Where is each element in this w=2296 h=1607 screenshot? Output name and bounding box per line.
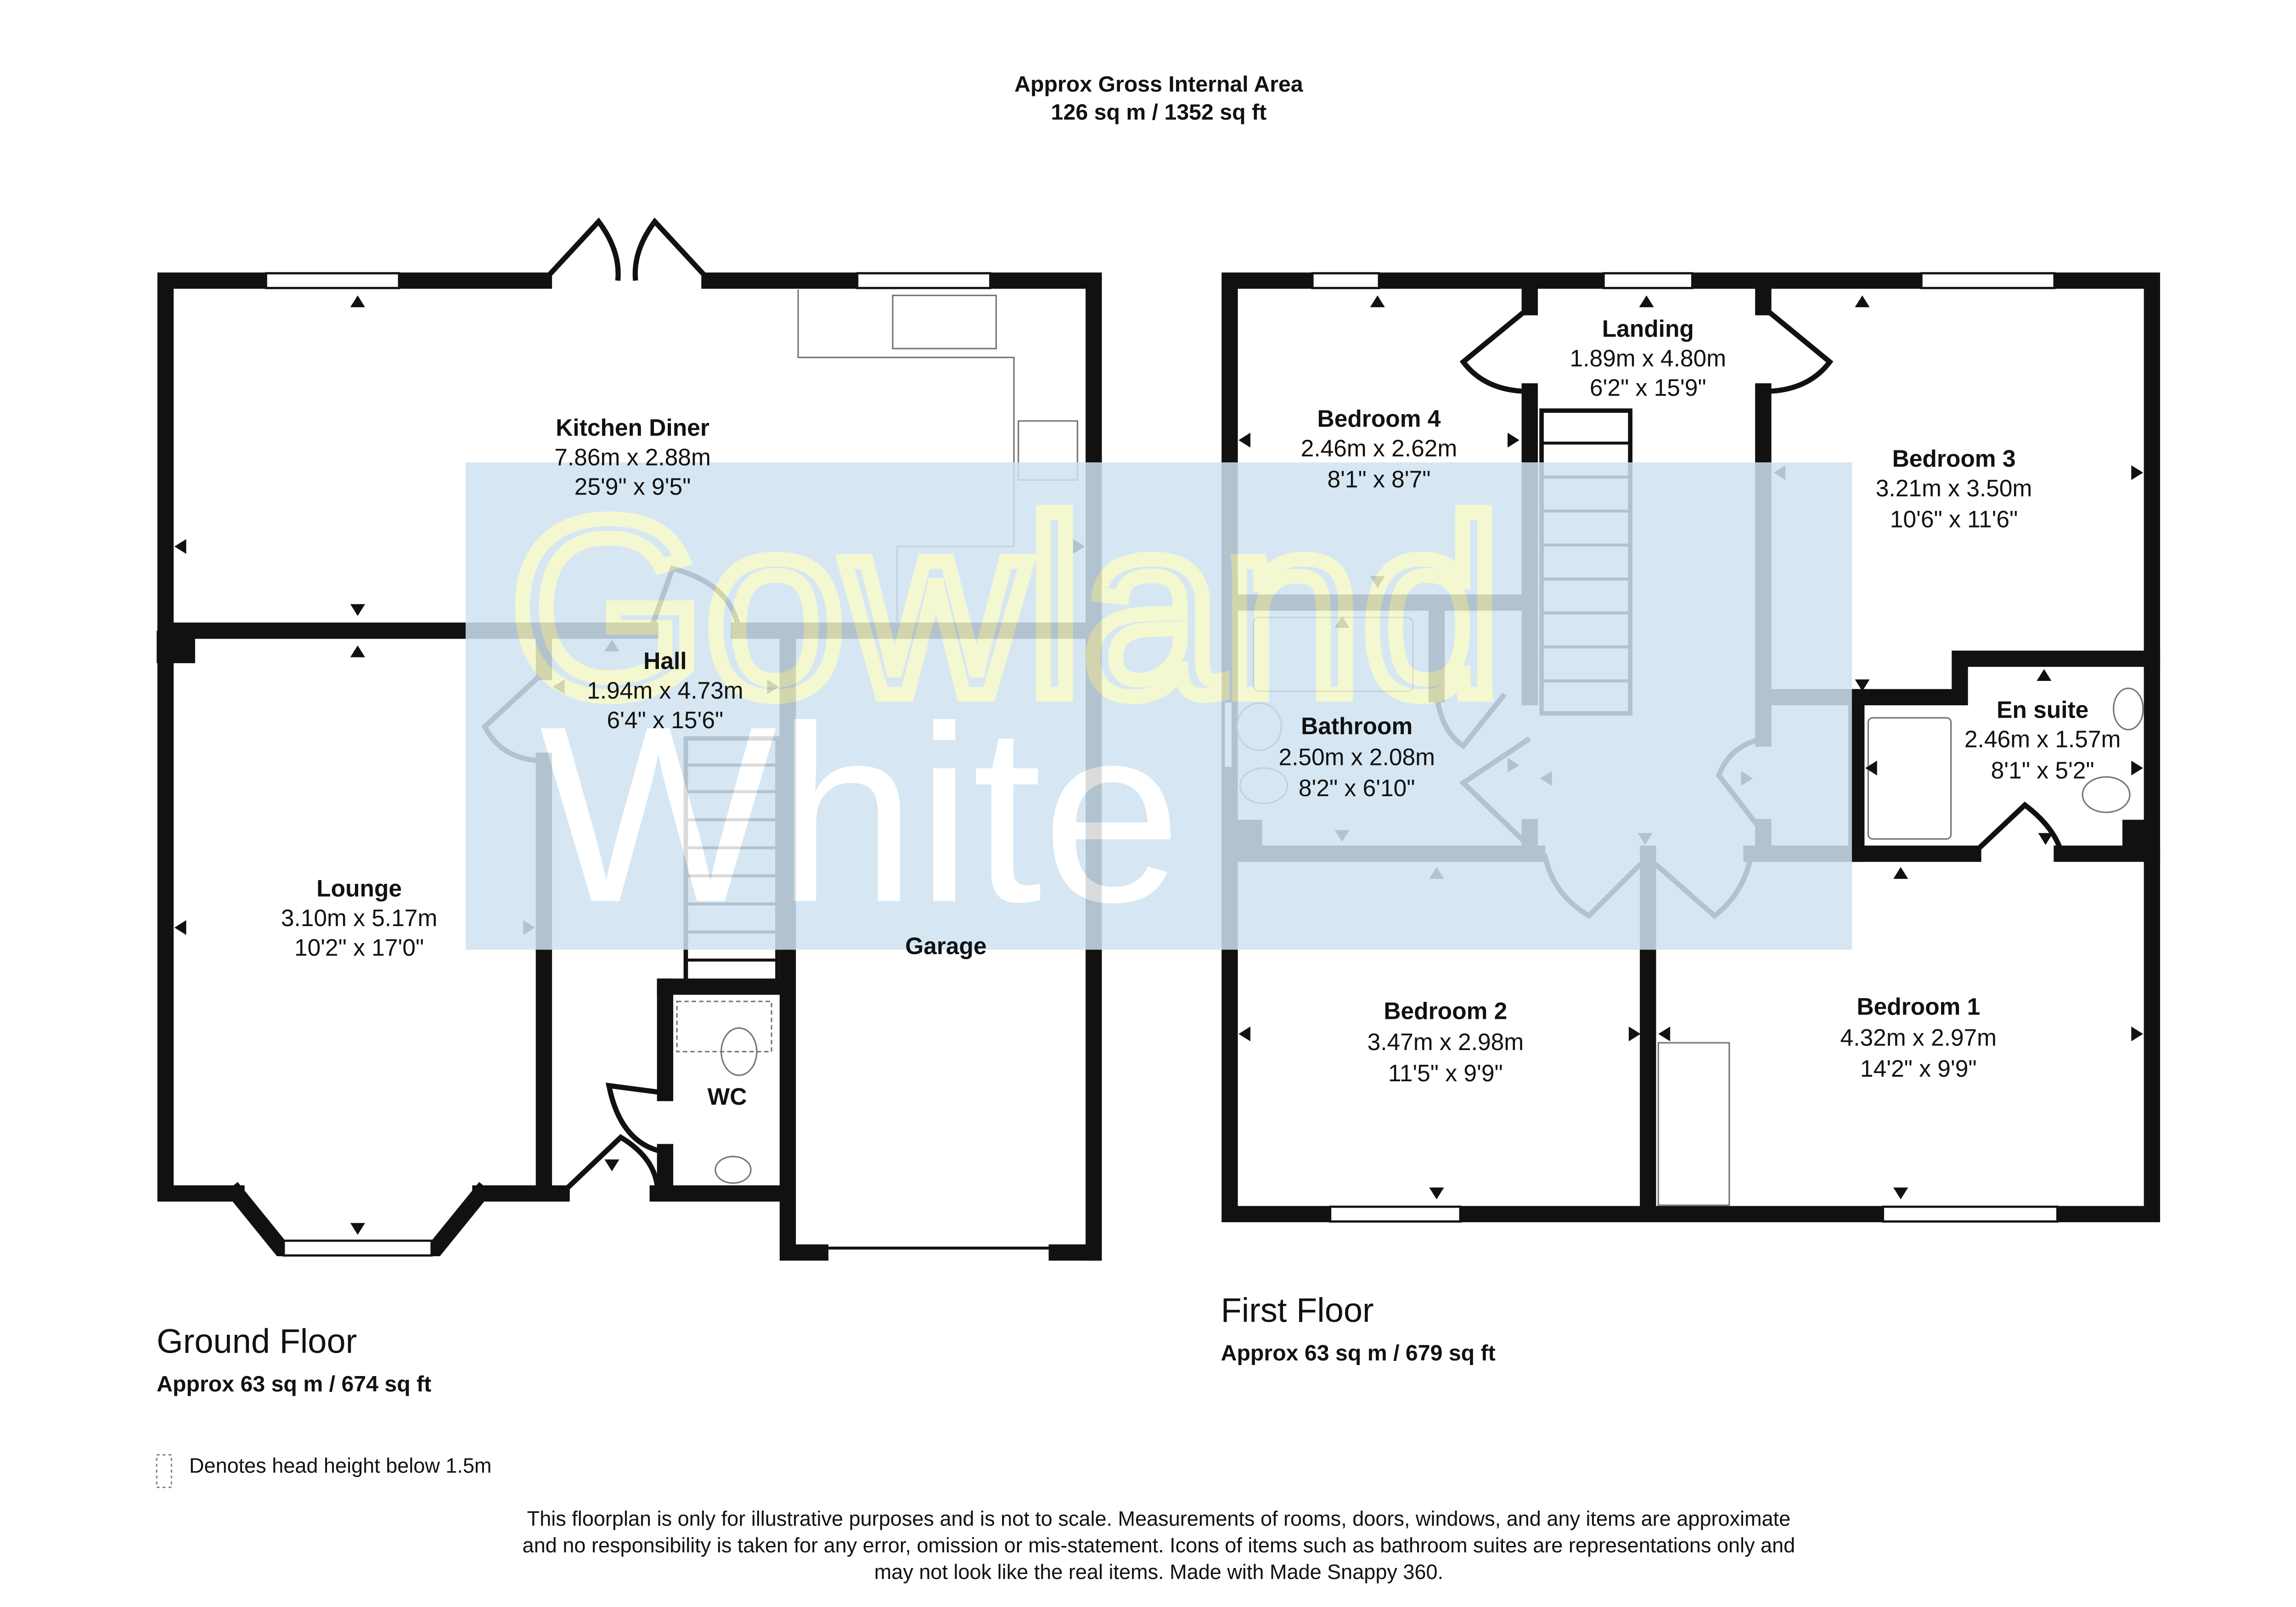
room-imperial: 6'4" x 15'6" bbox=[607, 707, 724, 733]
first-floor-area: Approx 63 sq m / 679 sq ft bbox=[1221, 1341, 1496, 1365]
room-imperial: 10'6" x 11'6" bbox=[1890, 506, 2018, 532]
room-wc: WC bbox=[708, 1083, 747, 1110]
room-bedroom-1: Bedroom 1 4.32m x 2.97m 14'2" x 9'9" bbox=[1840, 993, 1997, 1082]
room-bathroom: Bathroom 2.50m x 2.08m 8'2" x 6'10" bbox=[1278, 713, 1435, 801]
ground-floor-label: Ground Floor bbox=[157, 1322, 357, 1360]
room-metric: 3.10m x 5.17m bbox=[281, 905, 438, 931]
room-metric: 3.21m x 3.50m bbox=[1876, 475, 2032, 501]
room-bedroom-2: Bedroom 2 3.47m x 2.98m 11'5" x 9'9" bbox=[1367, 998, 1524, 1086]
room-name: Bedroom 2 bbox=[1384, 998, 1507, 1024]
room-en-suite: En suite 2.46m x 1.57m 8'1" x 5'2" bbox=[1964, 696, 2121, 783]
room-metric: 2.46m x 2.62m bbox=[1301, 435, 1458, 461]
room-bedroom-4: Bedroom 4 2.46m x 2.62m 8'1" x 8'7" bbox=[1301, 405, 1458, 493]
room-hall: Hall 1.94m x 4.73m 6'4" x 15'6" bbox=[587, 647, 743, 733]
room-name: Lounge bbox=[316, 875, 402, 902]
room-metric: 1.94m x 4.73m bbox=[587, 677, 743, 704]
head-height-legend-icon bbox=[156, 1454, 172, 1489]
room-lounge: Lounge 3.10m x 5.17m 10'2" x 17'0" bbox=[281, 875, 438, 961]
room-name: Bedroom 4 bbox=[1317, 405, 1441, 432]
room-imperial: 10'2" x 17'0" bbox=[294, 934, 424, 961]
room-imperial: 8'2" x 6'10" bbox=[1299, 775, 1415, 801]
room-landing: Landing 1.89m x 4.80m 6'2" x 15'9" bbox=[1570, 315, 1727, 401]
room-metric: 1.89m x 4.80m bbox=[1570, 345, 1727, 371]
ground-floor-area: Approx 63 sq m / 674 sq ft bbox=[157, 1371, 431, 1396]
room-metric: 7.86m x 2.88m bbox=[554, 444, 711, 470]
disclaimer-line-1: This floorplan is only for illustrative … bbox=[527, 1507, 1790, 1530]
first-floor-label: First Floor bbox=[1221, 1291, 1374, 1329]
room-garage: Garage bbox=[905, 933, 986, 959]
room-metric: 2.46m x 1.57m bbox=[1964, 726, 2121, 753]
room-metric: 4.32m x 2.97m bbox=[1840, 1024, 1997, 1051]
disclaimer-line-2: and no responsibility is taken for any e… bbox=[523, 1534, 1795, 1557]
room-imperial: 8'1" x 5'2" bbox=[1991, 757, 2094, 783]
gross-area-title: Approx Gross Internal Area bbox=[1014, 72, 1304, 96]
room-name: Hall bbox=[643, 647, 687, 674]
room-name: En suite bbox=[1997, 696, 2088, 723]
disclaimer-line-3: may not look like the real items. Made w… bbox=[874, 1560, 1443, 1584]
room-metric: 2.50m x 2.08m bbox=[1278, 743, 1435, 770]
gross-area-value: 126 sq m / 1352 sq ft bbox=[1051, 100, 1266, 125]
room-name: Kitchen Diner bbox=[556, 414, 709, 441]
watermark-logo bbox=[465, 462, 1852, 950]
room-imperial: 11'5" x 9'9" bbox=[1388, 1060, 1503, 1086]
room-name: Landing bbox=[1602, 315, 1694, 342]
room-imperial: 25'9" x 9'5" bbox=[574, 473, 691, 500]
room-name: Bedroom 1 bbox=[1857, 993, 1980, 1020]
room-imperial: 6'2" x 15'9" bbox=[1590, 374, 1706, 401]
room-name: Bedroom 3 bbox=[1892, 445, 2016, 472]
room-imperial: 8'1" x 8'7" bbox=[1327, 466, 1430, 493]
room-metric: 3.47m x 2.98m bbox=[1367, 1028, 1524, 1055]
legend-text: Denotes head height below 1.5m bbox=[189, 1454, 492, 1477]
room-imperial: 14'2" x 9'9" bbox=[1860, 1055, 1977, 1082]
room-kitchen-diner: Kitchen Diner 7.86m x 2.88m 25'9" x 9'5" bbox=[554, 414, 711, 500]
room-name: Bathroom bbox=[1301, 713, 1412, 739]
room-bedroom-3: Bedroom 3 3.21m x 3.50m 10'6" x 11'6" bbox=[1876, 445, 2032, 533]
